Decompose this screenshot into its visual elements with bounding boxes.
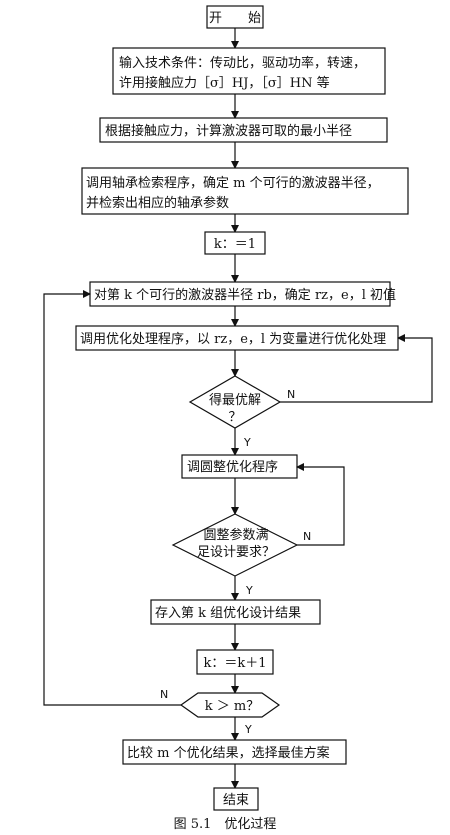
rounding-label: 调圆整优化程序 (187, 460, 278, 475)
k-compare-decision (179, 692, 281, 718)
initial-values-label: 对第 k 个可行的激波器半径 rb，确定 rz，e，l 初值 (94, 287, 396, 303)
kcmp-no-label: N (160, 688, 168, 701)
optimal-line1: 得最优解 (209, 392, 261, 408)
min-radius-node (99, 117, 388, 143)
figure-caption: 图 5.1 优化过程 (174, 817, 277, 832)
kcmp-no-path (43, 290, 181, 706)
input-line1: 输入技术条件：传动比，驱动功率，转速， (119, 55, 366, 71)
satisfy-no-path (296, 463, 345, 546)
optimal-no-path (280, 334, 433, 403)
end-label: 结束 (223, 793, 249, 808)
optimize-label: 调用优化处理程序，以 rz，e，l 为变量进行优化处理 (80, 331, 386, 347)
k-inc-label: k：＝k＋1 (203, 656, 266, 671)
satisfy-yes-label: Y (245, 584, 253, 597)
store-label: 存入第 k 组优化设计结果 (155, 606, 301, 621)
k-compare-label: k ＞ m？ (205, 699, 259, 714)
compare-node (122, 739, 347, 765)
min-radius-label: 根据接触应力，计算激波器可取的最小半径 (105, 123, 352, 139)
compare-label: 比较 m 个优化结果，选择最佳方案 (127, 745, 330, 761)
end-node (213, 787, 259, 811)
bearing-line1: 调用轴承检索程序，确定 m 个可行的激波器半径， (86, 175, 380, 191)
optimal-no-label: N (287, 388, 295, 401)
optimal-yes-label: Y (243, 436, 251, 449)
k-init-label: k：＝1 (214, 237, 256, 252)
bearing-node (81, 167, 409, 215)
input-node (112, 47, 386, 95)
optimal-line2: ？ (228, 410, 241, 425)
input-line2: 许用接触应力［σ］HJ，［σ］HN 等 (119, 75, 330, 91)
bearing-line2: 并检索出相应的轴承参数 (86, 195, 229, 211)
optimize-node (75, 325, 399, 351)
satisfy-line1: 圆整参数满 (203, 527, 268, 543)
satisfy-no-label: N (303, 530, 311, 543)
kcmp-yes-label: Y (244, 723, 252, 736)
initial-values-node (89, 281, 391, 307)
satisfy-line2: 足设计要求？ (197, 545, 275, 560)
start-label: 开 始 (209, 11, 261, 26)
